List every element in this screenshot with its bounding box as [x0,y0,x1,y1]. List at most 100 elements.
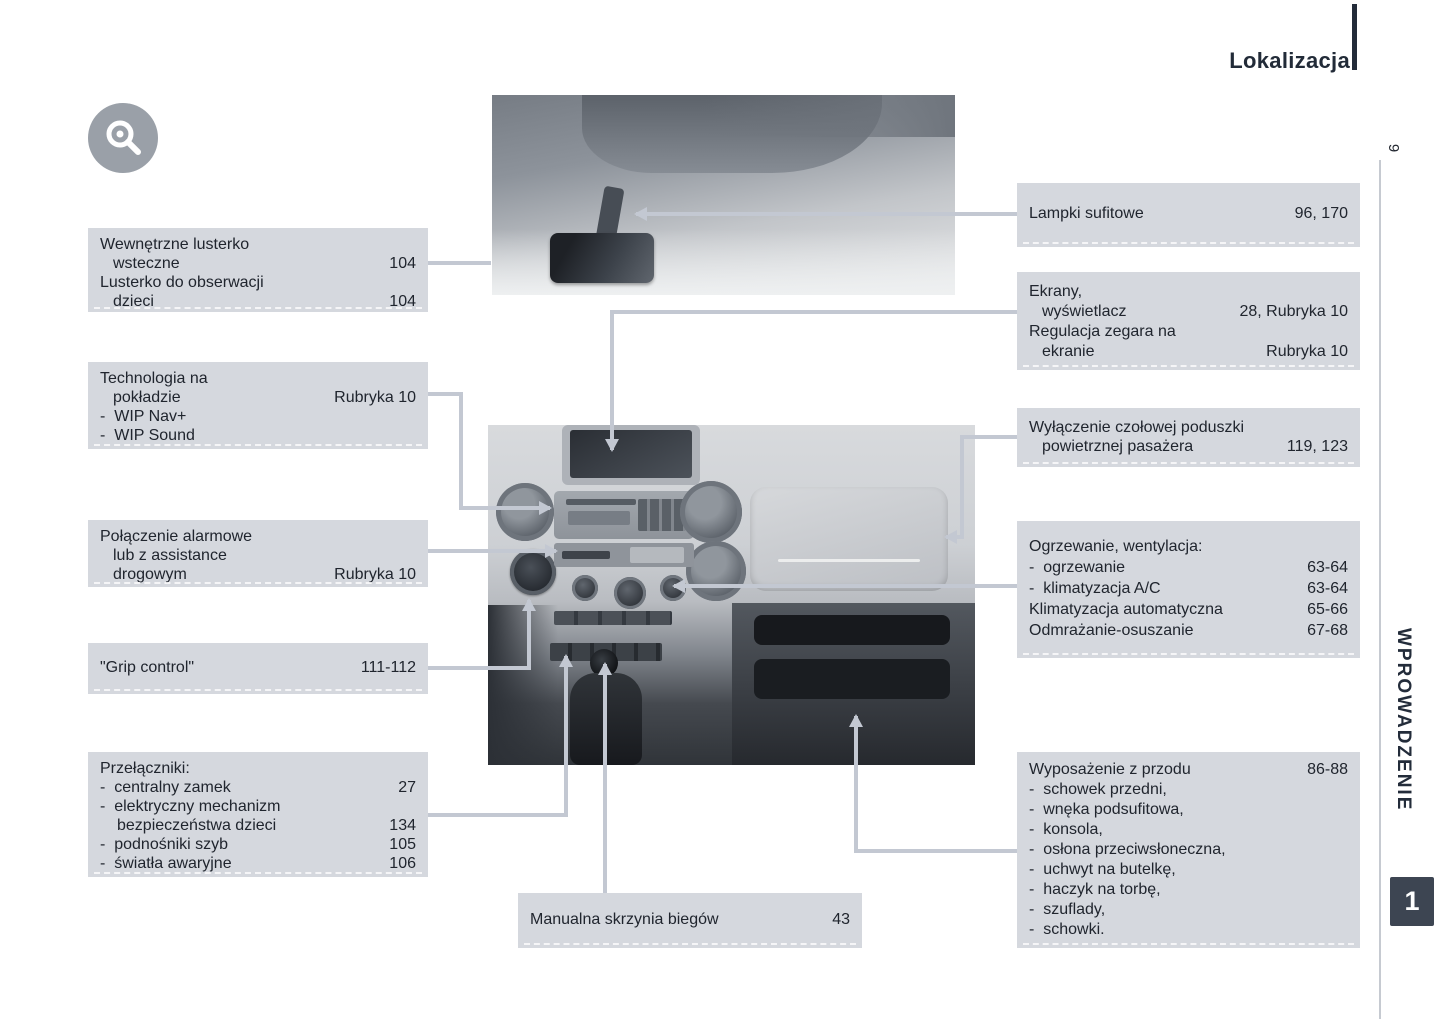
callout-text: pokładzie [113,389,181,406]
callout-text: Lusterko do obserwacji [100,274,264,291]
callout-text: "Grip control" [100,659,195,676]
callout-text: Wewnętrzne lusterko [100,236,250,253]
callout-text: Połączenie alarmowe [100,528,253,545]
callout-text: - uchwyt na butelkę, [1029,861,1176,878]
callout-page-ref: Rubryka 10 [1266,343,1348,360]
callout-page-ref: 134 [389,817,416,834]
callout-text: dzieci [113,293,154,310]
callout-manual-gearbox: Manualna skrzynia biegów 43 [518,893,862,948]
air-vent-shape [686,541,746,601]
callout-text: Technologia na [100,370,208,387]
callout-heating-ventilation: Ogrzewanie, wentylacja: - ogrzewanie 63-64… [1017,521,1360,658]
photo-dashboard [488,425,975,765]
callout-grip-control: "Grip control" 111-112 [88,643,428,694]
console-shadow-shape [488,605,558,765]
callout-text: - schowki. [1029,921,1105,938]
grip-control-dial-shape [510,549,556,595]
callout-text: - konsola, [1029,821,1103,838]
dash-vent-slot-shape [754,659,950,699]
climate-knob-shape [572,575,598,601]
callout-page-ref: 96, 170 [1294,205,1348,222]
callout-passenger-airbag: Wyłączenie czołowej poduszki powietrznej … [1017,408,1360,467]
callout-text: Wyposażenie z przodu [1029,761,1191,778]
roof-edge-shape [700,95,955,137]
callout-text: Odmrażanie-osuszanie [1029,622,1194,639]
button-row-shape [554,611,672,625]
callout-text: wsteczne [113,255,180,272]
nav-screen-shape [570,430,692,478]
callout-text: - podnośniki szyb [100,836,229,853]
glovebox-shape [750,487,948,591]
callout-text: - osłona przeciwsłoneczna, [1029,841,1226,858]
radio-display-shape [568,511,630,525]
magnifier-icon [88,103,158,173]
page-title: Lokalizacja [1229,48,1350,73]
gear-shifter-boot-shape [570,673,642,765]
callout-text: Przełączniki: [100,760,190,777]
page-number: 9 [1385,143,1402,153]
callout-emergency-call: Połączenie alarmowe lub z assistance drogo… [88,520,428,587]
callout-page-ref: 119, 123 [1286,438,1348,455]
callout-text: bezpieczeństwa dzieci [117,817,277,834]
callout-text: - ogrzewanie [1029,559,1126,576]
callout-text: ekranie [1042,343,1095,360]
air-vent-shape [496,483,554,541]
sidebar-rule [1379,160,1381,1019]
callout-text: Regulacja zegara na [1029,323,1176,340]
callout-displays: Ekrany, wyświetlacz 28, Rubryka 10 Regulacj… [1017,272,1360,370]
photo-ceiling-mirror [492,95,955,295]
callout-ceiling-lamps: Lampki sufitowe 96, 170 [1017,183,1360,247]
callout-text: powietrznej pasażera [1042,438,1194,455]
callout-page-ref: 43 [832,911,850,928]
callout-text: drogowym [113,566,187,583]
callout-page-ref: 63-64 [1307,580,1348,597]
glovebox-handle-shape [778,559,920,562]
callout-text: - schowek przedni, [1029,781,1167,798]
callout-text: - klimatyzacja A/C [1029,580,1161,597]
callout-text: lub z assistance [113,547,227,564]
callout-text: - centralny zamek [100,779,231,796]
climate-knob-shape [614,577,646,609]
callout-page-ref: 63-64 [1307,559,1348,576]
air-vent-shape [680,481,742,543]
dash-vent-slot-shape [754,615,950,645]
callout-onboard-technology: Technologia na pokładzie Rubryka 10 - WIP N… [88,362,428,449]
callout-page-ref: 104 [389,293,416,310]
callout-page-ref: 28, Rubryka 10 [1239,303,1348,320]
callout-text: - WIP Nav+ [100,408,187,425]
callout-text: Lampki sufitowe [1029,205,1144,222]
callout-page-ref: 106 [389,855,416,872]
callout-page-ref: 105 [389,836,416,853]
callout-text: wyświetlacz [1042,303,1127,320]
sidebar-chapter-label: WPROWADZENIE [1393,628,1414,812]
rearview-mirror-shape [550,233,654,283]
control-panel-slot-shape [562,551,610,559]
callout-page-ref: 67-68 [1307,622,1348,639]
callout-page-ref: Rubryka 10 [334,566,416,583]
callout-page-ref: Rubryka 10 [334,389,416,406]
radio-buttons-shape [638,499,686,531]
callout-page-ref: 27 [398,779,416,796]
callout-text: Klimatyzacja automatyczna [1029,601,1223,618]
callout-page-ref: 104 [389,255,416,272]
chapter-number-badge: 1 [1390,877,1434,926]
callout-page-ref: 65-66 [1307,601,1348,618]
callout-text: Wyłączenie czołowej poduszki [1029,419,1245,436]
callout-text: Ogrzewanie, wentylacja: [1029,538,1203,555]
callout-text: - szuflady, [1029,901,1106,918]
climate-display-shape [630,547,684,563]
callout-text: - haczyk na torbę, [1029,881,1161,898]
callout-text: - światła awaryjne [100,855,232,872]
climate-knob-shape [660,575,686,601]
callout-text: - WIP Sound [100,427,195,444]
callout-page-ref: 111-112 [360,659,416,676]
callout-text: - wnęka podsufitowa, [1029,801,1184,818]
title-rule [1352,4,1357,70]
callout-text: Manualna skrzynia biegów [530,911,719,928]
callout-text: Ekrany, [1029,283,1083,300]
cd-slot-shape [566,499,636,505]
